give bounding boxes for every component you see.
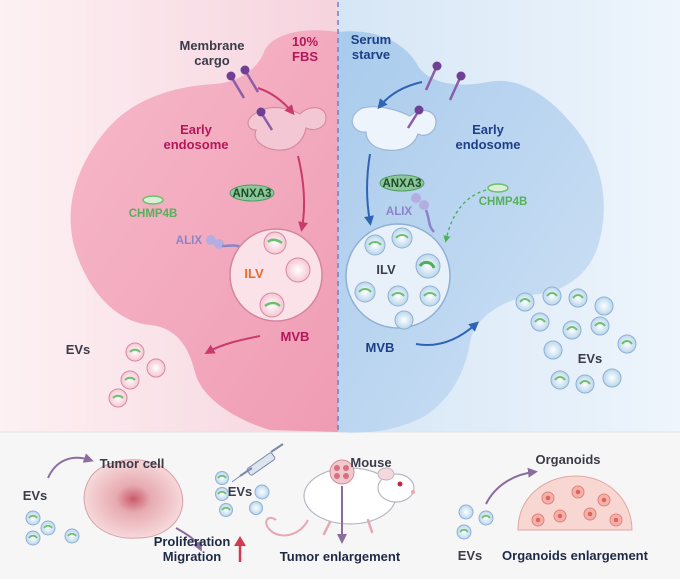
mvb-left [229, 228, 323, 322]
ev-vesicle [456, 524, 472, 540]
receptor-icon [448, 71, 466, 101]
ev-vesicle [108, 388, 128, 408]
tumor-cell-label: Tumor cell [100, 456, 165, 471]
chmp4b-label-right: CHMP4B [479, 196, 528, 208]
ev-vesicle [219, 503, 233, 517]
ev-vesicle [478, 510, 494, 526]
ev-vesicle [530, 312, 550, 332]
condition-10-fbs: 10%FBS [292, 34, 318, 64]
evs-right-cluster [515, 286, 637, 394]
migration-label: Migration [163, 549, 222, 564]
ev-vesicle [25, 530, 41, 546]
ev-vesicle [120, 370, 140, 390]
ev-vesicle [40, 520, 56, 536]
ev-vesicle [542, 286, 562, 306]
ev-vesicle [215, 487, 229, 501]
evs-label-mouse: EVs [228, 484, 253, 499]
ilv-vesicle [354, 281, 376, 303]
tumor-mass [329, 459, 355, 485]
ev-vesicle [458, 504, 474, 520]
anxa3-icon: ANXA3 [229, 184, 275, 202]
ilv-vesicle [285, 257, 311, 283]
alix-protein-right [411, 193, 435, 233]
organoids-enlargement-label: Organoids enlargement [502, 548, 649, 563]
ilv-vesicle [259, 292, 285, 318]
receptor-icon [424, 61, 442, 91]
organoid-dome-icon [517, 475, 633, 531]
ilv-vesicle [415, 253, 441, 279]
ev-vesicle [575, 374, 595, 394]
organoids-label: Organoids [535, 452, 600, 467]
ev-vesicle [602, 368, 622, 388]
ilv-vesicle [364, 234, 386, 256]
ev-vesicle [562, 320, 582, 340]
early-endosome-left [247, 106, 327, 151]
tumor-cell-icon [83, 459, 184, 539]
mouse-label: Mouse [350, 455, 391, 470]
ev-vesicle [617, 334, 637, 354]
up-arrow-icon [234, 536, 246, 562]
ilv-vesicle [391, 227, 413, 249]
evs-label-tumor: EVs [23, 488, 48, 503]
chmp4b-icon [487, 183, 509, 193]
receptor-icon [240, 65, 260, 93]
mvb-label-left: MVB [281, 329, 310, 344]
anxa3-icon: ANXA3 [379, 174, 425, 192]
receptor-icon [256, 107, 274, 131]
ilv-label-right: ILV [376, 262, 396, 277]
ev-vesicle [249, 501, 263, 515]
ev-vesicle [543, 340, 563, 360]
ev-vesicle [515, 292, 535, 312]
ev-vesicle [25, 510, 41, 526]
ilv-vesicle [263, 231, 287, 255]
ev-vesicle [590, 316, 610, 336]
ev-vesicle [568, 288, 588, 308]
chmp4b-label-left: CHMP4B [129, 208, 178, 220]
ev-vesicle [254, 484, 270, 500]
ev-vesicle [125, 342, 145, 362]
evs-label-right: EVs [578, 351, 603, 366]
chmp4b-icon [142, 195, 164, 205]
proliferation-label: Proliferation [154, 534, 231, 549]
alix-label-left: ALIX [176, 235, 203, 247]
ev-vesicle [550, 370, 570, 390]
receptor-icon [226, 71, 246, 99]
svg-text:ANXA3: ANXA3 [383, 178, 422, 190]
alix-label-right: ALIX [386, 206, 413, 218]
ilv-label-left: ILV [244, 266, 264, 281]
ilv-vesicle [419, 285, 441, 307]
ev-vesicle [594, 296, 614, 316]
syringe-icon [231, 443, 284, 483]
ev-vesicle [146, 358, 166, 378]
ilv-vesicle [387, 285, 409, 307]
receptor-icon [406, 105, 424, 129]
ilv-vesicle [394, 310, 414, 330]
evs-label-organoid: EVs [458, 548, 483, 563]
svg-text:ANXA3: ANXA3 [233, 188, 272, 200]
mvb-label-right: MVB [366, 340, 395, 355]
ev-vesicle [64, 528, 80, 544]
mouse-icon [265, 459, 415, 544]
tumor-enlargement-label: Tumor enlargement [280, 549, 401, 564]
evs-label-left: EVs [66, 342, 91, 357]
ev-vesicle [215, 471, 229, 485]
